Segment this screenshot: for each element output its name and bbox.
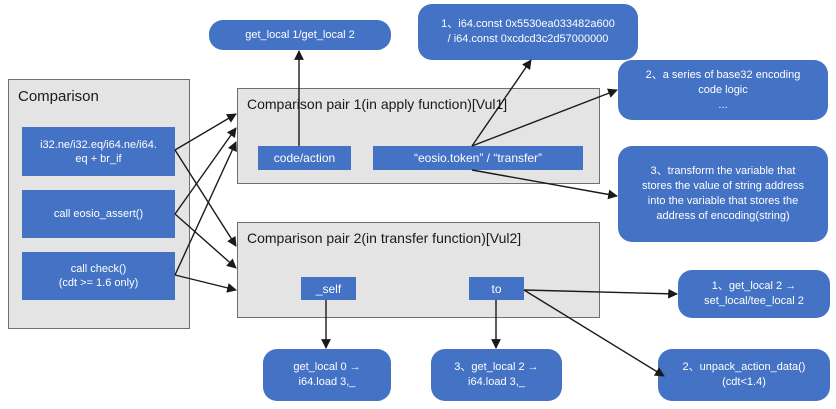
comparison-item-line: call check() xyxy=(70,263,127,275)
comparison-item-assert: call eosio_assert() xyxy=(22,190,175,238)
note-transform: 3、transform the variable that stores the… xyxy=(618,146,828,242)
pair1-title: Comparison pair 1(in apply function)[Vul… xyxy=(247,96,508,112)
arrow-to-to-set-local xyxy=(523,288,678,299)
note-line: set_local/tee_local 2 xyxy=(704,295,804,307)
pair1-tokens-box: “eosio.token” / “transfer” xyxy=(373,146,583,170)
pair2-to-box: to xyxy=(469,277,524,300)
arrow-tokens-to-transform xyxy=(471,169,618,200)
arrow-tokens-to-i64-const xyxy=(471,59,532,147)
pair1-code-action-box: code/action xyxy=(258,146,351,170)
note-line: get_local 0 → xyxy=(293,361,361,373)
arrow-check-to-pair2 xyxy=(174,274,237,293)
note-set-local: 1、get_local 2 → set_local/tee_local 2 xyxy=(678,270,830,318)
note-line: into the variable that stores the xyxy=(647,195,799,207)
note-i64-const: 1、i64.const 0x5530ea033482a600 / i64.con… xyxy=(418,4,638,60)
pair2-panel xyxy=(237,222,600,318)
comparison-item-line: eq + br_if xyxy=(75,152,122,165)
note-line: / i64.const 0xcdcd3c2d57000000 xyxy=(447,33,609,45)
note-line: get_local 1/get_local 2 xyxy=(245,28,355,41)
arrow-branch-to-pair1 xyxy=(174,113,237,151)
note-line: 1、i64.const 0x5530ea033482a600 xyxy=(441,18,615,30)
note-get-local-pair: get_local 1/get_local 2 xyxy=(209,20,391,50)
comparison-item-line: call eosio_assert() xyxy=(53,208,144,220)
note-line: 3、transform the variable that xyxy=(650,165,796,177)
note-unpack: 2、unpack_action_data() (cdt<1.4) xyxy=(658,349,830,401)
arrow-assert-to-pair1 xyxy=(174,127,237,215)
comparison-item-line: i32.ne/i32.eq/i64.ne/i64. xyxy=(40,138,157,151)
note-line: 2、a series of base32 encoding xyxy=(645,68,801,81)
comparison-item-branch: i32.ne/i32.eq/i64.ne/i64.eq + br_if xyxy=(22,127,175,176)
note-to-load: 3、get_local 2 → i64.load 3,_ xyxy=(431,349,562,401)
note-line: (cdt<1.4) xyxy=(722,376,766,388)
note-line: i64.load 3,_ xyxy=(298,376,356,388)
comparison-item-line: (cdt >= 1.6 only) xyxy=(58,277,139,289)
pair2-title: Comparison pair 2(in transfer function)[… xyxy=(247,230,522,246)
note-line: 1、get_local 2 → xyxy=(711,280,797,292)
note-line: i64.load 3,_ xyxy=(468,376,525,388)
arrow-assert-to-pair2 xyxy=(174,213,237,269)
arrow-to-to-unpack xyxy=(523,289,665,377)
comparison-item-check: call check() (cdt >= 1.6 only) xyxy=(22,252,175,300)
note-line: 2、unpack_action_data() xyxy=(682,361,806,373)
note-line: stores the value of string address xyxy=(641,180,805,192)
pair2-self-box: _self xyxy=(301,277,356,300)
arrow-check-to-pair1 xyxy=(174,141,237,276)
note-self-load: get_local 0 → i64.load 3,_ xyxy=(263,349,391,401)
note-line: ... xyxy=(718,98,728,111)
note-base32: 2、a series of base32 encoding code logic… xyxy=(618,60,828,120)
note-line: 3、get_local 2 → xyxy=(454,361,539,373)
arrow-branch-to-pair2 xyxy=(174,149,237,247)
note-line: code logic xyxy=(698,83,748,96)
note-line: address of encoding(string) xyxy=(656,210,790,222)
comparison-title: Comparison xyxy=(18,88,99,105)
arrow-tokens-to-base32 xyxy=(471,88,618,147)
